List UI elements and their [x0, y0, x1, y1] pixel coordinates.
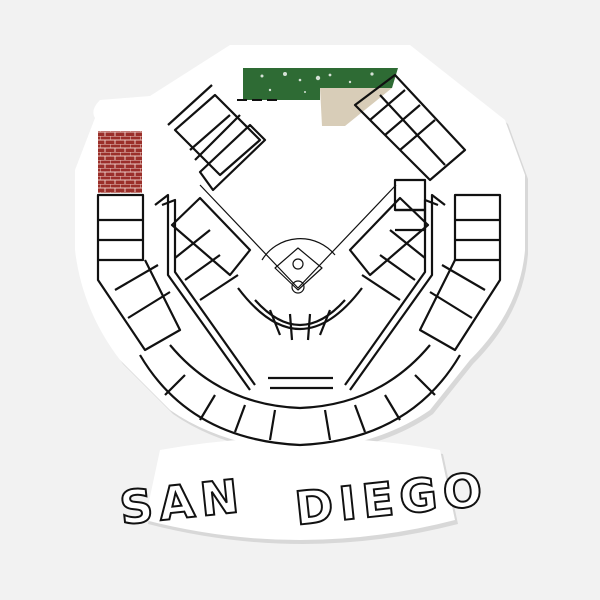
outfield-grass — [243, 68, 398, 126]
seating-map — [96, 73, 502, 447]
brick-wall — [98, 131, 142, 193]
title-word-diego: DIEGO — [292, 462, 490, 536]
infield — [199, 184, 397, 294]
sticker-title: SAN DIEGO — [116, 461, 492, 537]
sticker-backing — [75, 45, 528, 544]
sticker-title-area: SAN DIEGO — [0, 448, 600, 538]
title-word-san: SAN — [117, 468, 247, 535]
